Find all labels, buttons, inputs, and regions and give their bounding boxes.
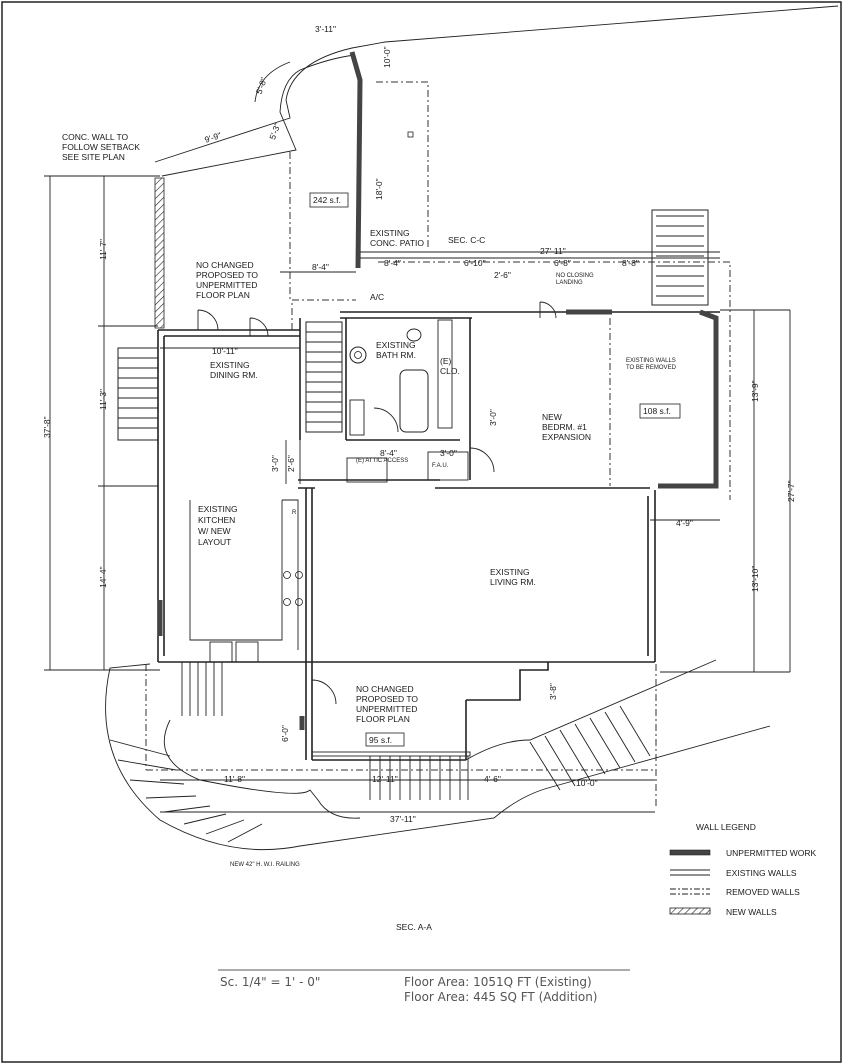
bedroom-area-box (639, 403, 681, 419)
left-exterior-stair (117, 347, 159, 441)
svg-text:11'-3": 11'-3" (98, 389, 108, 410)
upper-right-stair (651, 209, 709, 306)
svg-text:10'-11": 10'-11" (212, 346, 238, 356)
conc-wall-new (154, 177, 165, 329)
house-walls (157, 311, 720, 760)
legend-label-unpermitted: UNPERMITTED WORK (726, 848, 817, 858)
legend-swatch-unpermitted (669, 849, 711, 856)
sec-aa-label: SEC. A-A (396, 922, 432, 932)
attic-access-note: (E) ATTIC ACCESS (356, 458, 408, 464)
legend-label-existing: EXISTING WALLS (726, 868, 797, 878)
svg-text:27'-11": 27'-11" (540, 246, 566, 256)
svg-text:37'-8": 37'-8" (42, 416, 52, 438)
svg-text:8'-4": 8'-4" (380, 448, 397, 458)
kitchen-r-mark: R (292, 510, 297, 516)
svg-text:8'-4": 8'-4" (384, 258, 401, 268)
svg-text:18'-0": 18'-0" (374, 178, 384, 200)
svg-text:6'-0": 6'-0" (280, 725, 290, 742)
porch-area: 95 s.f. (369, 735, 392, 745)
svg-text:13'-9": 13'-9" (750, 380, 760, 402)
patio-dashed (289, 81, 429, 300)
sec-cc-label: SEC. C-C (448, 235, 485, 245)
closet-label: (E)CLO. (440, 356, 460, 376)
legend-label-removed: REMOVED WALLS (726, 887, 800, 897)
svg-text:3'-8": 3'-8" (548, 683, 558, 700)
svg-text:13'-10": 13'-10" (750, 566, 760, 592)
svg-text:27'-7": 27'-7" (786, 480, 796, 502)
svg-text:8'-8": 8'-8" (622, 258, 639, 268)
fau-label: F.A.U. (432, 463, 449, 469)
svg-text:6'-10": 6'-10" (464, 258, 486, 268)
front-steps (181, 662, 549, 800)
railing-note: NEW 42" H. W.I. RAILING (230, 862, 300, 868)
svg-text:6'-8": 6'-8" (554, 258, 571, 268)
svg-text:2'-6": 2'-6" (286, 455, 296, 472)
kitchen-counter (189, 499, 303, 663)
svg-text:12'-11": 12'-11" (372, 774, 398, 784)
unpermitted-walls (157, 309, 719, 730)
svg-text:3'-0": 3'-0" (488, 409, 498, 426)
wall-legend: WALL LEGEND UNPERMITTED WORK EXISTING WA… (669, 822, 817, 917)
svg-text:3'-11": 3'-11" (315, 24, 336, 34)
scale-note: Sc. 1/4" = 1' - 0" (220, 975, 320, 989)
svg-text:10'-0": 10'-0" (576, 778, 598, 788)
legend-swatch-removed (670, 888, 710, 895)
patio-column (407, 131, 414, 138)
dimension-text: 3'-11" 5'-8" 10'-0" 9'-9" 5'-3" 18'-0" 8… (42, 24, 796, 824)
svg-text:9'-9": 9'-9" (203, 130, 222, 145)
title-block: Sc. 1/4" = 1' - 0" Floor Area: 1051Q FT … (218, 969, 630, 1004)
unpermitted-wall-patio (349, 51, 363, 269)
removed-walls (291, 261, 731, 500)
site-boundary (154, 5, 839, 177)
floor-area-addition: Floor Area: 445 SQ FT (Addition) (404, 990, 598, 1004)
svg-text:3'-0": 3'-0" (270, 455, 280, 472)
bedroom-area: 108 s.f. (643, 406, 671, 416)
svg-text:5'-8": 5'-8" (254, 76, 269, 95)
porch-area-box (365, 732, 405, 747)
patio-area: 242 s.f. (313, 195, 341, 205)
svg-text:11'-7": 11'-7" (98, 239, 108, 260)
patio-area-box (309, 192, 349, 208)
interior-stair (305, 321, 343, 433)
legend-swatch-existing (670, 869, 710, 876)
legend-label-new: NEW WALLS (726, 907, 777, 917)
legend-swatch-new (669, 907, 711, 915)
svg-text:10'-0": 10'-0" (382, 46, 392, 68)
svg-text:14'-4": 14'-4" (98, 566, 108, 588)
bath-fixtures (346, 319, 469, 483)
door-swings (197, 301, 557, 705)
dimension-lines (44, 175, 791, 813)
svg-text:8'-4": 8'-4" (312, 262, 329, 272)
curved-walkway (105, 659, 771, 851)
svg-text:4'-9": 4'-9" (676, 518, 693, 528)
ac-label: A/C (370, 292, 384, 302)
svg-text:37'-11": 37'-11" (390, 814, 416, 824)
svg-text:3'-0": 3'-0" (440, 448, 457, 458)
svg-text:4'-6": 4'-6" (484, 774, 501, 784)
floor-area-existing: Floor Area: 1051Q FT (Existing) (404, 975, 592, 989)
svg-text:2'-6": 2'-6" (494, 270, 511, 280)
porch-dashed (145, 664, 657, 806)
svg-text:11'-8": 11'-8" (224, 774, 245, 784)
legend-title: WALL LEGEND (696, 822, 756, 832)
